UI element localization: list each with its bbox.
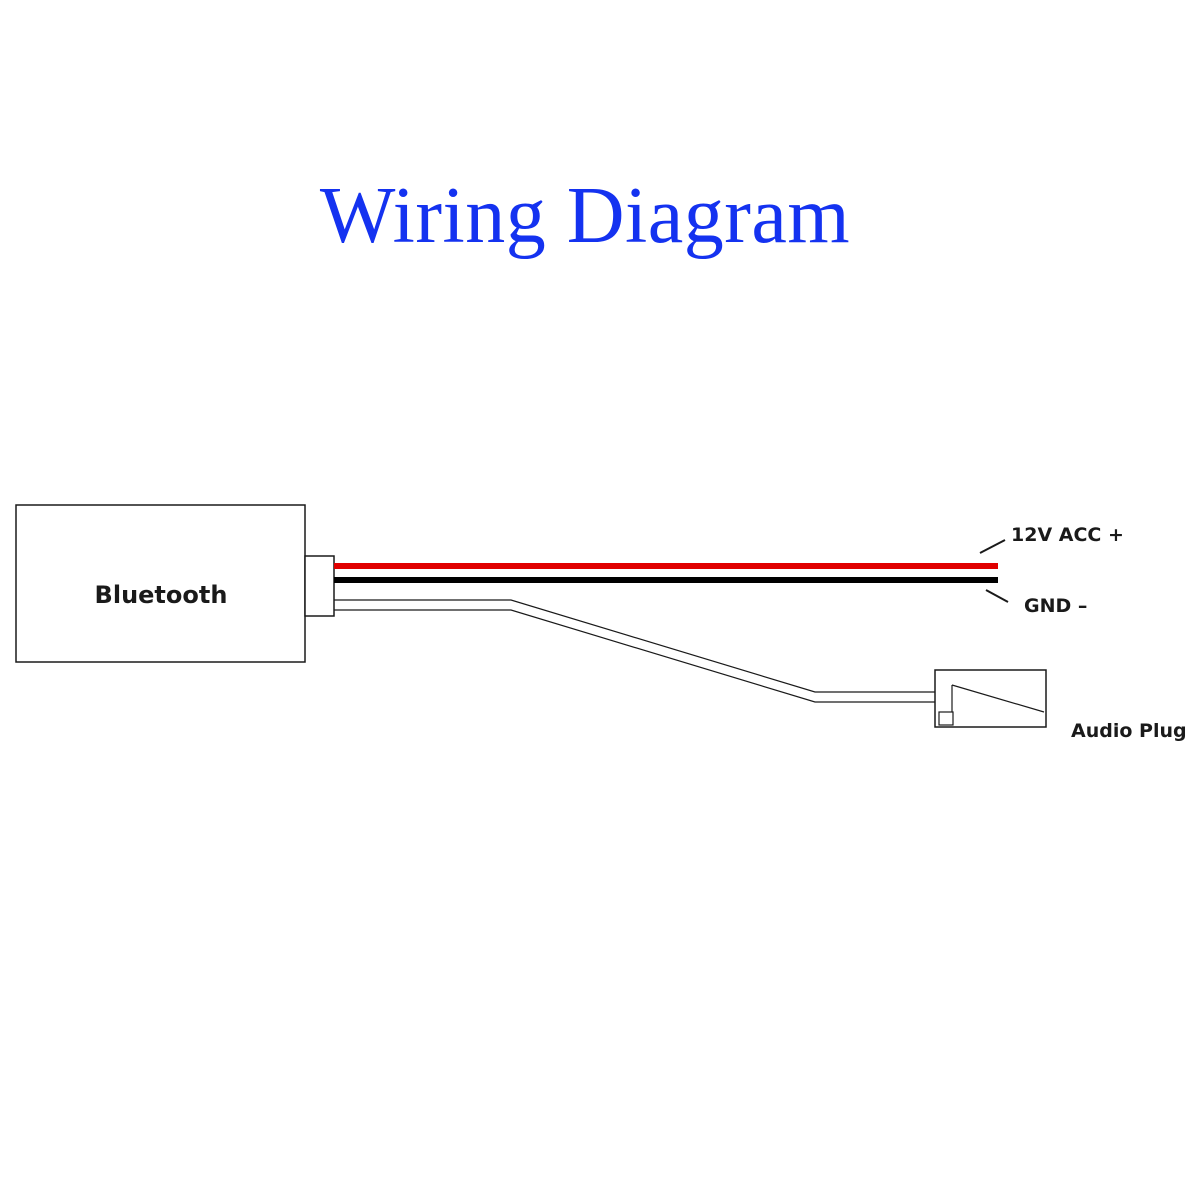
acc-label: 12V ACC + [1011,524,1124,546]
acc-leader-line [979,539,1006,554]
audio-plug [934,669,1047,728]
audio-plug-tab [938,711,954,726]
diagram-title: Wiring Diagram [319,172,851,260]
module-connector [304,555,335,617]
gnd-leader-line [985,589,1009,603]
bluetooth-module-box [15,504,306,663]
audio-plug-label: Audio Plug [1071,720,1187,742]
audio-cable-top-edge [334,599,935,693]
bluetooth-module-label: Bluetooth [95,581,228,609]
gnd-label: GND – [1024,595,1087,617]
audio-plug-latch [951,684,1045,713]
audio-cable-bottom-edge [334,609,935,703]
